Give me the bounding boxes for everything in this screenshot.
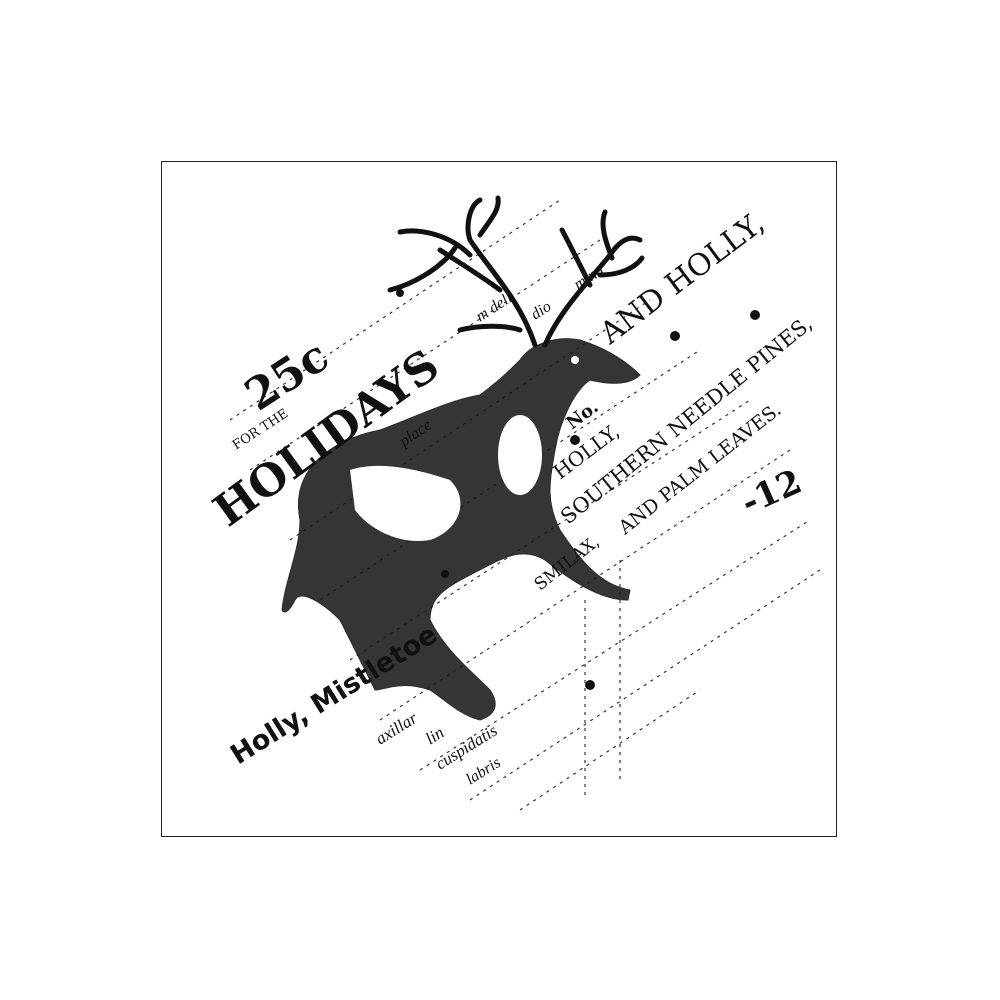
deli-text: m deli — [473, 290, 515, 326]
labris-text: labris — [463, 754, 504, 788]
number-text: -12 — [735, 462, 807, 524]
and-holly-text: AND HOLLY, — [593, 206, 771, 352]
price-text: 25c — [236, 331, 338, 422]
stamp-border — [161, 161, 837, 837]
dio-text: dio — [528, 298, 554, 323]
holly-mistletoe-text: Holly, Mistletoe — [225, 619, 443, 771]
star-ornaments — [396, 289, 760, 690]
axillar-text: axillar — [372, 708, 421, 748]
lin-text: lin — [422, 723, 447, 749]
deer-illustration — [281, 195, 645, 721]
